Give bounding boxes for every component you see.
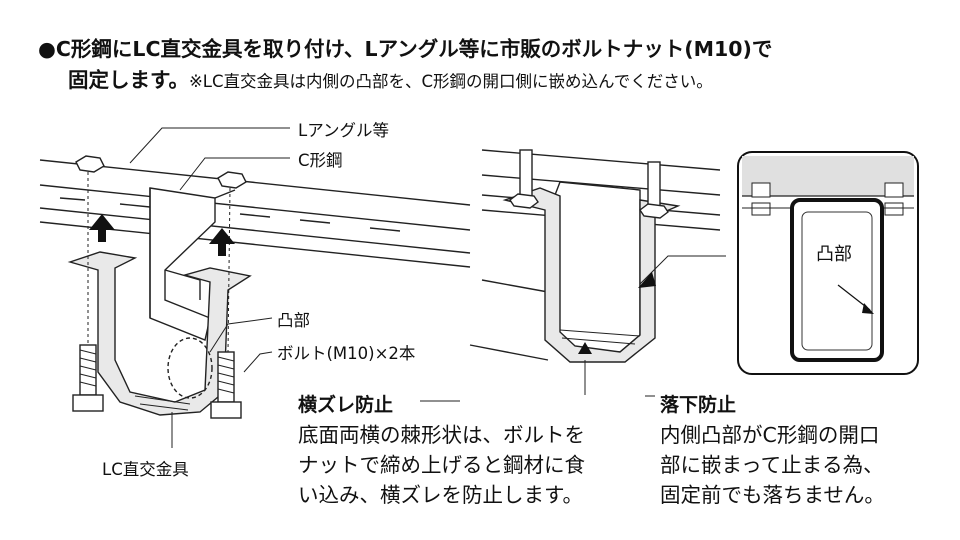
section-fall-line: 部に嵌まって止まる為、	[660, 453, 884, 477]
arrow-up-icon-left	[89, 214, 115, 242]
c-steel-member	[149, 187, 236, 341]
label-c-steel: C形鋼	[298, 151, 343, 170]
label-l-angle: Lアングル等	[298, 121, 390, 140]
l-angle-rail	[39, 159, 471, 268]
section-fall-body: 内側凸部がC形鋼の開口 部に嵌まって止まる為、 固定前でも落ちません。	[660, 420, 885, 510]
bolt-left	[72, 344, 104, 412]
section-fall-title: 落下防止	[660, 394, 737, 416]
section-fall-line: 内側凸部がC形鋼の開口	[660, 423, 880, 447]
section-lateral-title: 横ズレ防止	[298, 394, 394, 416]
section-lateral-line: い込み、横ズレを防止します。	[298, 483, 583, 507]
protrusion-highlight	[167, 337, 213, 399]
section-lateral-line: 底面両横の棘形状は、ボルトを	[298, 423, 585, 447]
bolt-right	[210, 351, 242, 419]
section-lateral-body: 底面両横の棘形状は、ボルトを ナットで締め上げると鋼材に食 い込み、横ズレを防止…	[298, 420, 585, 510]
nut-right	[217, 171, 247, 189]
lc-bracket	[67, 251, 252, 416]
label-protrusion: 凸部	[277, 311, 310, 330]
arrow-bottom-icon	[578, 342, 592, 354]
inset-detail	[737, 151, 919, 375]
arrow-protrusion-icon	[638, 272, 656, 288]
label-bolt: ボルト(M10)×2本	[277, 344, 416, 363]
heading-note: ※LC直交金具は内側の凸部を、C形鋼の開口側に嵌め込んでください。	[188, 72, 713, 91]
label-bracket: LC直交金具	[102, 460, 189, 479]
label-inset-protrusion: 凸部	[816, 244, 852, 265]
heading-line2-text: 固定します。	[68, 68, 189, 92]
nut-left	[75, 155, 105, 173]
section-lateral-line: ナットで締め上げると鋼材に食	[298, 453, 585, 477]
heading-line1: ●C形鋼にLC直交金具を取り付け、Lアングル等に市販のボルトナット(M10)で	[38, 37, 773, 61]
section-fall-line: 固定前でも落ちません。	[660, 483, 885, 507]
arrow-up-icon-right	[209, 228, 235, 256]
assembled-diagram	[469, 149, 726, 397]
heading-line2: 固定します。※LC直交金具は内側の凸部を、C形鋼の開口側に嵌め込んでください。	[68, 63, 713, 93]
